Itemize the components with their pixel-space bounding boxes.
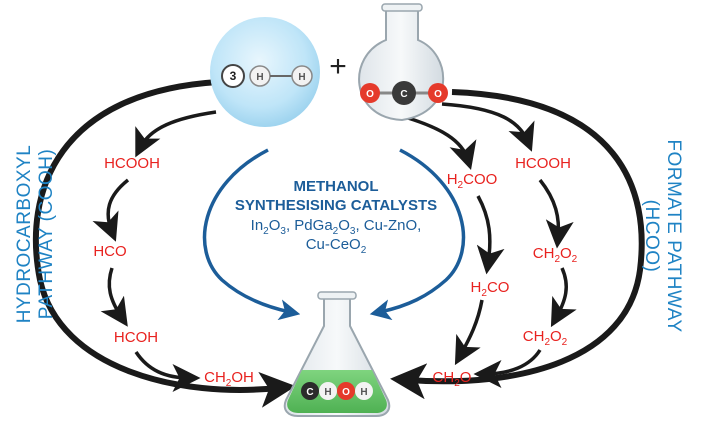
hydrogen-reactant: 3 H H (210, 17, 320, 127)
methanol-h-atom-2 (355, 382, 373, 400)
hcoh-to-ch2oh-arrow (134, 351, 201, 392)
catalyst-right-arrow (369, 148, 466, 321)
h2co-to-ch2o-arrow (454, 299, 484, 366)
methanol-o-label: O (342, 387, 350, 398)
catalyst-title-line1: METHANOL (294, 178, 379, 195)
cooh-species-hcoh: HCOH (114, 329, 158, 346)
methanol-o-atom (337, 382, 355, 400)
o-atom-right (428, 83, 448, 103)
flask-to-hcooh-arrow (441, 102, 535, 152)
plus-sign: + (329, 50, 347, 83)
c-atom (392, 81, 416, 105)
ch2o2-to-ch2o2-arrow (550, 267, 577, 328)
methanol-c-label: C (306, 387, 313, 398)
o-atom-left (360, 83, 380, 103)
co2-flask: O C O (358, 3, 448, 122)
methanol-c-atom (301, 382, 319, 400)
catalyst-list-line2: Cu-CeO2 (306, 236, 367, 256)
hcooh-to-ch2o2-arrow (538, 178, 574, 249)
formate-label-line1: FORMATE PATHWAY (663, 139, 684, 332)
o-atom-right-label: O (434, 89, 442, 100)
ch2o2-to-ch2o-arrow (473, 349, 542, 388)
sphere-to-hcooh-arrow (135, 110, 217, 158)
catalyst-title-line2: SYNTHESISING CATALYSTS (235, 197, 437, 214)
flask-to-h2coo-arrow (407, 116, 477, 171)
cooh-species-ch2oh: CH2OH (204, 369, 254, 389)
cooh-species-hco: HCO (93, 243, 126, 260)
h-atom-2-label: H (298, 72, 305, 83)
product-flask-liquid (287, 370, 387, 413)
catalyst-left-arrow (202, 148, 301, 321)
formate-species-ch2o2-lower: CH2O2 (523, 328, 568, 348)
h-atom-1-label: H (256, 72, 263, 83)
h-atom-2 (291, 65, 313, 87)
formate-species-hcooh: HCOOH (515, 155, 571, 172)
hcooh-to-hco-arrow (92, 178, 130, 242)
formate-species-ch2o: CH2O (433, 369, 472, 389)
product-flask-lip (317, 291, 357, 300)
formate-pathway-label: FORMATE PATHWAY (HCOO) (641, 139, 684, 332)
methanol-h-atom-1 (319, 382, 337, 400)
methanol-h2-label: H (360, 387, 367, 398)
branch-species-h2co: H2CO (471, 279, 510, 299)
formate-species-ch2o2-upper: CH2O2 (533, 245, 578, 265)
formate-outer-arrow (390, 89, 645, 400)
cooh-species-hcooh: HCOOH (104, 155, 160, 172)
c-atom-label: C (400, 89, 407, 100)
o-atom-left-label: O (366, 89, 374, 100)
co2-flask-lip (381, 3, 423, 12)
methanol-h1-label: H (324, 387, 331, 398)
cooh-pathway-label: HYDROCARBOXYL PATHWAY (COOH) (14, 145, 57, 324)
hco-to-hcoh-arrow (100, 267, 128, 327)
catalyst-list-line1: In2O3, PdGa2O3, Cu-ZnO, (251, 217, 422, 237)
h2-coefficient: 3 (230, 69, 237, 83)
cooh-label-line2: PATHWAY (COOH) (36, 149, 57, 320)
cooh-label-line1: HYDROCARBOXYL (14, 145, 35, 324)
branch-species-h2coo: H2COO (447, 171, 498, 191)
formate-label-line2: (HCOO) (641, 200, 662, 273)
h2-coefficient-badge (221, 64, 245, 88)
methanol-product-flask: C H O H (283, 291, 391, 417)
h2coo-to-h2co-arrow (476, 195, 505, 275)
